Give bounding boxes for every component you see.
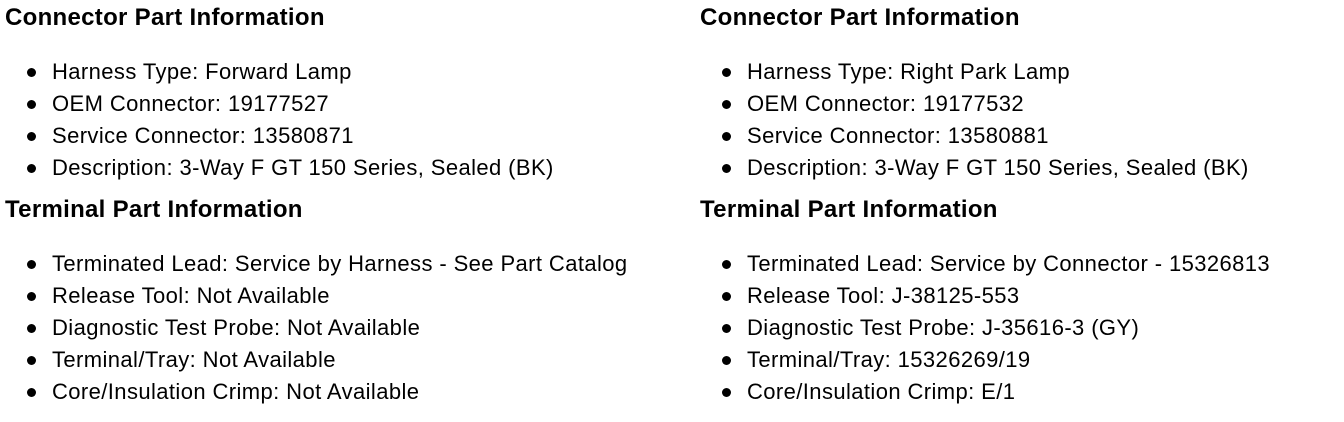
list-item-text: Core/Insulation Crimp: Not Available [52, 379, 420, 404]
list-item-service-connector: Service Connector: 13580871 [5, 120, 672, 152]
list-item-harness-type: Harness Type: Forward Lamp [5, 56, 672, 88]
list-item-text: OEM Connector: 19177527 [52, 91, 330, 116]
bullet-icon [27, 99, 36, 109]
bullet-icon [27, 291, 36, 301]
list-item-terminated-lead: Terminated Lead: Service by Connector - … [700, 248, 1344, 280]
list-item-core-insulation-crimp: Core/Insulation Crimp: Not Available [5, 376, 672, 408]
bullet-icon [722, 291, 731, 301]
list-item-text: Terminal/Tray: Not Available [52, 347, 336, 372]
terminal-part-information-heading: Terminal Part Information [700, 196, 998, 223]
list-item-text: Release Tool: Not Available [52, 283, 330, 308]
list-item-terminated-lead: Terminated Lead: Service by Harness - Se… [5, 248, 672, 280]
bullet-icon [722, 355, 731, 365]
bullet-icon [722, 67, 731, 77]
bullet-icon [722, 99, 731, 109]
list-item-text: Service Connector: 13580881 [747, 123, 1049, 148]
bullet-icon [27, 355, 36, 365]
terminal-part-information-heading: Terminal Part Information [5, 196, 303, 223]
list-item-text: Service Connector: 13580871 [52, 123, 354, 148]
list-item-text: Terminated Lead: Service by Connector - … [747, 251, 1271, 276]
list-item-text: Diagnostic Test Probe: J-35616-3 (GY) [747, 315, 1140, 340]
list-item-text: OEM Connector: 19177532 [747, 91, 1025, 116]
list-item-text: Diagnostic Test Probe: Not Available [52, 315, 421, 340]
connector-part-information-heading: Connector Part Information [700, 4, 1020, 31]
list-item-service-connector: Service Connector: 13580881 [700, 120, 1344, 152]
terminal-part-list: Terminated Lead: Service by Connector - … [700, 248, 1344, 408]
list-item-description: Description: 3-Way F GT 150 Series, Seal… [700, 152, 1344, 184]
column-left-connector: Connector Part Information Harness Type:… [0, 6, 672, 422]
bullet-icon [27, 387, 36, 397]
bullet-icon [27, 259, 36, 269]
terminal-part-list: Terminated Lead: Service by Harness - Se… [5, 248, 672, 408]
bullet-icon [722, 131, 731, 141]
bullet-icon [27, 163, 36, 173]
bullet-icon [27, 67, 36, 77]
list-item-text: Description: 3-Way F GT 150 Series, Seal… [747, 155, 1249, 180]
bullet-icon [722, 323, 731, 333]
list-item-text: Release Tool: J-38125-553 [747, 283, 1020, 308]
list-item-description: Description: 3-Way F GT 150 Series, Seal… [5, 152, 672, 184]
connector-part-list: Harness Type: Right Park Lamp OEM Connec… [700, 56, 1344, 184]
list-item-text: Description: 3-Way F GT 150 Series, Seal… [52, 155, 554, 180]
connector-part-list: Harness Type: Forward Lamp OEM Connector… [5, 56, 672, 184]
list-item-diagnostic-test-probe: Diagnostic Test Probe: Not Available [5, 312, 672, 344]
list-item-core-insulation-crimp: Core/Insulation Crimp: E/1 [700, 376, 1344, 408]
list-item-diagnostic-test-probe: Diagnostic Test Probe: J-35616-3 (GY) [700, 312, 1344, 344]
list-item-text: Harness Type: Right Park Lamp [747, 59, 1071, 84]
list-item-text: Harness Type: Forward Lamp [52, 59, 352, 84]
bullet-icon [722, 387, 731, 397]
list-item-text: Terminal/Tray: 15326269/19 [747, 347, 1031, 372]
connector-part-information-heading: Connector Part Information [5, 4, 325, 31]
list-item-text: Terminated Lead: Service by Harness - Se… [52, 251, 628, 276]
list-item-terminal-tray: Terminal/Tray: 15326269/19 [700, 344, 1344, 376]
column-right-connector: Connector Part Information Harness Type:… [672, 6, 1344, 422]
bullet-icon [27, 131, 36, 141]
list-item-text: Core/Insulation Crimp: E/1 [747, 379, 1016, 404]
list-item-harness-type: Harness Type: Right Park Lamp [700, 56, 1344, 88]
list-item-oem-connector: OEM Connector: 19177532 [700, 88, 1344, 120]
list-item-release-tool: Release Tool: J-38125-553 [700, 280, 1344, 312]
bullet-icon [722, 259, 731, 269]
list-item-oem-connector: OEM Connector: 19177527 [5, 88, 672, 120]
list-item-terminal-tray: Terminal/Tray: Not Available [5, 344, 672, 376]
list-item-release-tool: Release Tool: Not Available [5, 280, 672, 312]
bullet-icon [722, 163, 731, 173]
bullet-icon [27, 323, 36, 333]
